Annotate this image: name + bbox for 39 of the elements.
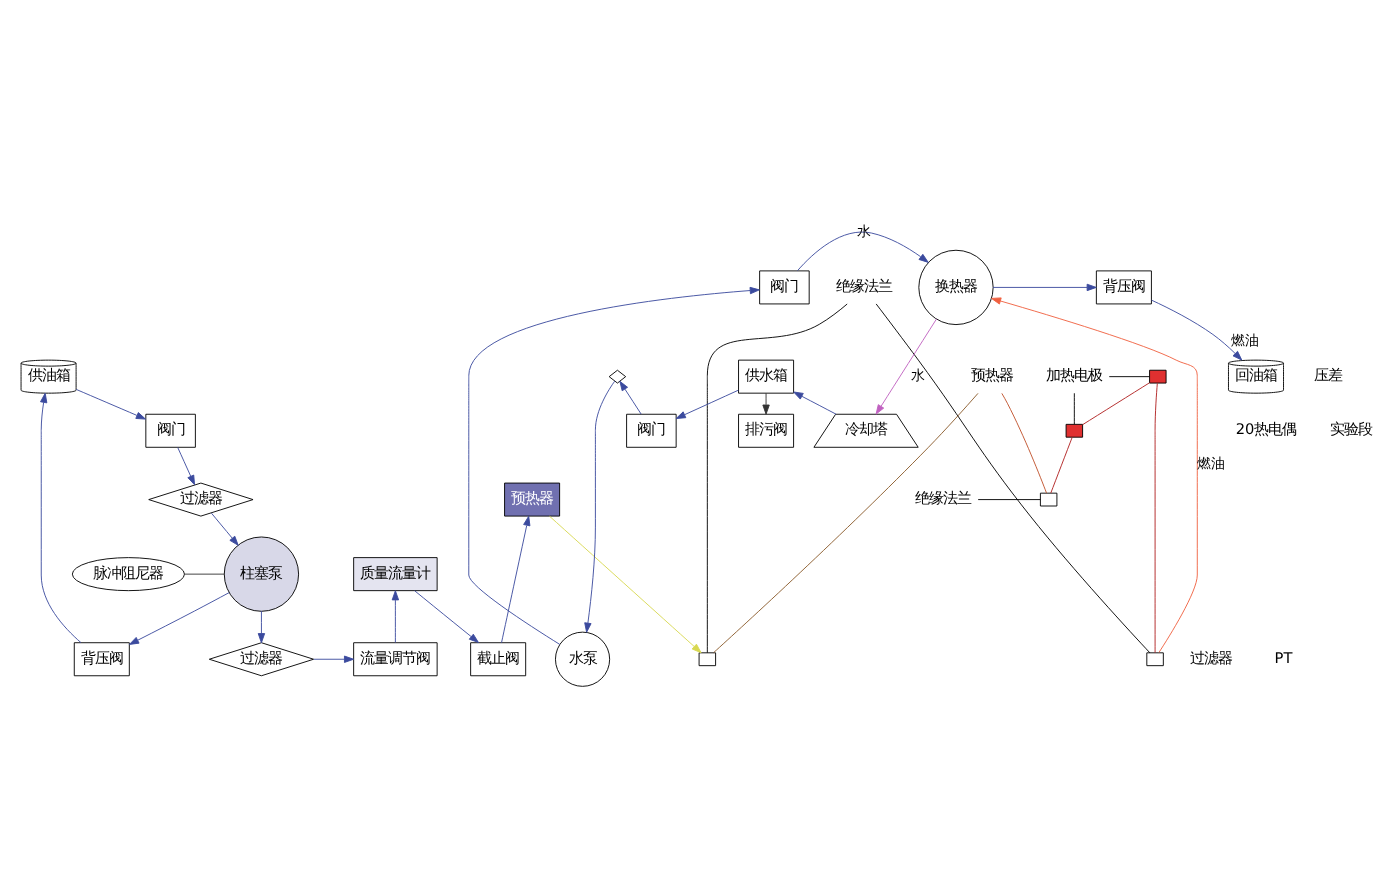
node-box — [1149, 369, 1167, 384]
connector — [875, 303, 1151, 654]
arrow — [257, 610, 266, 644]
arrow — [40, 392, 82, 644]
arrow — [793, 391, 837, 415]
arrow — [129, 592, 230, 645]
connector — [713, 392, 979, 654]
arrow — [501, 515, 531, 644]
node-box — [698, 652, 717, 667]
arrow — [992, 283, 1097, 292]
node-box — [1146, 652, 1164, 667]
arrow — [584, 380, 616, 633]
connector — [1108, 376, 1150, 378]
connector — [1073, 392, 1075, 425]
arrow — [549, 515, 702, 654]
connector — [184, 573, 225, 575]
arrow — [468, 286, 760, 645]
connector — [1082, 382, 1150, 426]
arrow — [1151, 299, 1243, 361]
arrow — [675, 389, 739, 420]
arrow — [797, 231, 929, 272]
connector — [977, 499, 1041, 501]
node-box — [1065, 423, 1084, 438]
node-diamond — [608, 369, 627, 384]
arrow — [619, 380, 642, 415]
arrow — [391, 590, 400, 643]
arrow — [177, 447, 196, 486]
node-box — [1039, 492, 1058, 507]
connector — [1050, 436, 1073, 494]
arrow — [991, 297, 1198, 653]
arrow — [762, 392, 770, 415]
connector — [1154, 382, 1158, 654]
arrow — [414, 590, 479, 643]
arrow — [313, 655, 355, 663]
arrow — [75, 388, 146, 420]
arrow — [875, 318, 937, 415]
connector — [706, 303, 848, 654]
arrow — [210, 512, 239, 546]
connector — [1001, 392, 1047, 494]
